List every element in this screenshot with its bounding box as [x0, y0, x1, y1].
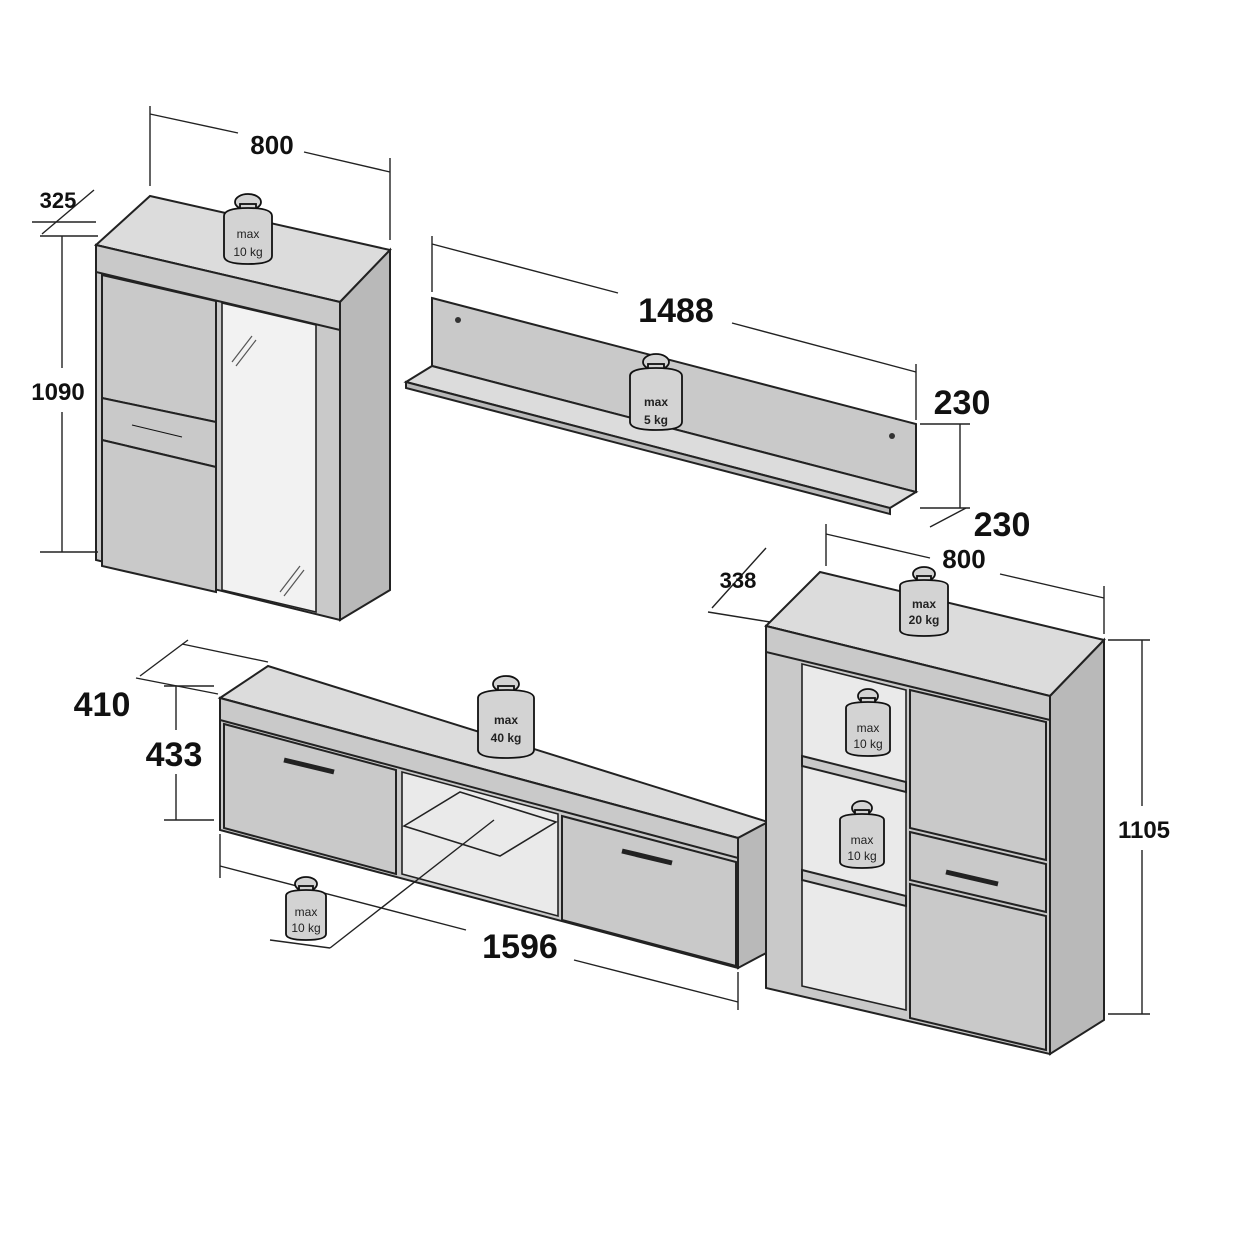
dim-tv-width: 1596 — [482, 928, 558, 966]
weight-label-line1: max — [857, 721, 880, 735]
weight-icon: max 10 kg — [223, 193, 273, 265]
dim-shelf-depth: 230 — [974, 506, 1031, 544]
left-cabinet-side — [339, 247, 391, 622]
right-cabinet-door-upper — [909, 688, 1047, 862]
tv-unit-glass-shelf — [402, 791, 558, 857]
right-cabinet-shelf-1 — [801, 754, 907, 794]
wall-shelf-edge — [405, 380, 891, 516]
dim-tv-height: 433 — [146, 736, 203, 774]
weight-label-line2: 5 kg — [644, 413, 668, 427]
weight-label-line2: 40 kg — [491, 731, 522, 745]
left-cabinet-glass-door — [221, 301, 317, 614]
dim-left-height: 1090 — [31, 379, 84, 406]
dim-left-depth: 325 — [40, 188, 77, 213]
weight-label-line1: max — [237, 227, 260, 241]
mount-hole — [889, 433, 895, 439]
weight-label-line1: max — [851, 833, 874, 847]
dim-right-width: 800 — [942, 544, 985, 574]
tv-unit-drawer-right — [561, 814, 737, 968]
weight-label-line1: max — [912, 597, 936, 611]
weight-label-line1: max — [644, 395, 668, 409]
tv-unit-dims: 410 433 1596 — [74, 639, 739, 1010]
left-cabinet-door-upper — [101, 273, 217, 424]
dim-shelf-width: 1488 — [638, 292, 714, 330]
tv-unit-band — [219, 696, 739, 860]
weight-label-line1: max — [295, 905, 318, 919]
tv-unit-side — [737, 820, 769, 970]
left-cabinet-dims: 800 325 1090 — [31, 106, 391, 553]
handle-icon — [283, 757, 335, 775]
right-cabinet-dims: 800 338 1105 — [707, 524, 1170, 1015]
tv-unit — [217, 664, 771, 970]
weight-label-line1: max — [494, 713, 518, 727]
left-cabinet — [93, 194, 392, 622]
right-cabinet-side — [1049, 637, 1105, 1056]
weight-icon: max 20 kg — [899, 566, 949, 637]
weight-icon: max 10 kg — [285, 876, 327, 941]
wall-shelf-dims: 1488 230 230 — [431, 236, 1031, 544]
right-cabinet — [764, 570, 1106, 1056]
weight-label-line2: 10 kg — [847, 849, 876, 863]
glass-reflection-icon — [231, 335, 305, 597]
handle-icon — [131, 424, 183, 438]
weight-icon: max 10 kg — [839, 800, 885, 869]
weight-icon: max 5 kg — [629, 353, 683, 431]
tv-unit-drawer-left — [223, 722, 397, 876]
weight-label-line2: 10 kg — [853, 737, 882, 751]
right-cabinet-drawer — [909, 830, 1047, 914]
right-cabinet-door-lower — [909, 882, 1047, 1052]
right-cabinet-band — [765, 624, 1051, 722]
weight-label-line2: 10 kg — [291, 921, 320, 935]
right-cabinet-shelf-2 — [801, 868, 907, 908]
weight-label-line2: 20 kg — [909, 613, 940, 627]
handle-icon — [945, 869, 999, 887]
dim-tv-depth: 410 — [74, 686, 131, 724]
weight-icon: max 10 kg — [845, 688, 891, 757]
weight-label-line2: 10 kg — [233, 245, 262, 259]
weight-icon: max 40 kg — [477, 675, 535, 759]
left-cabinet-band — [95, 243, 341, 332]
dim-left-width: 800 — [250, 130, 293, 160]
dim-shelf-height: 230 — [934, 384, 991, 422]
dim-right-height: 1105 — [1118, 817, 1170, 844]
left-cabinet-door-lower — [101, 438, 217, 594]
handle-icon — [621, 848, 673, 866]
dim-right-depth: 338 — [720, 568, 757, 593]
mount-hole — [455, 317, 461, 323]
